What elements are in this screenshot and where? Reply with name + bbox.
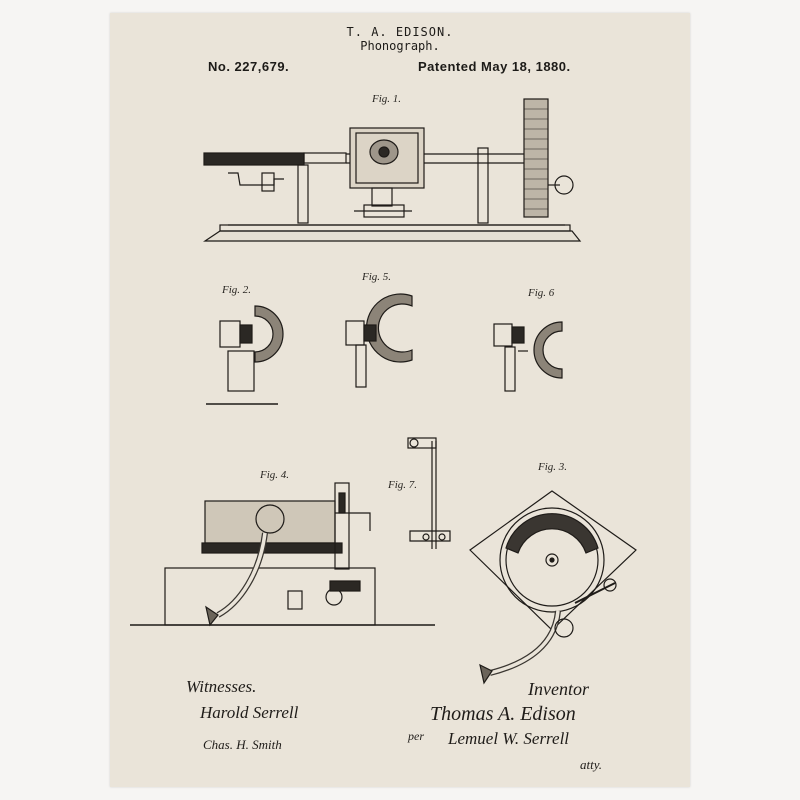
fig3-label: Fig. 3. xyxy=(538,461,568,473)
fig2-label: Fig. 2. xyxy=(222,284,252,296)
fig7-label: Fig. 7. xyxy=(388,479,418,491)
inventor-label: Inventor xyxy=(528,679,589,699)
witness-signature-1: Harold Serrell xyxy=(200,703,299,722)
fig1-label: Fig. 1. xyxy=(372,93,402,105)
fig4-label: Fig. 4. xyxy=(260,469,290,481)
patent-drawings xyxy=(130,98,637,685)
fig1-drawing xyxy=(203,98,582,242)
fig6-label: Fig. 6 xyxy=(528,287,555,299)
patent-sheet: T. A. EDISON. Phonograph. No. 227,679. P… xyxy=(110,13,690,787)
witnesses-label: Witnesses. xyxy=(186,677,257,696)
fig7-drawing xyxy=(407,437,451,549)
fig5-drawing xyxy=(345,293,413,388)
patent-title: T. A. EDISON. xyxy=(346,25,454,39)
patent-number: No. 227,679. xyxy=(208,59,290,74)
fig2-drawing xyxy=(206,305,284,405)
attorney-signature: Lemuel W. Serrell xyxy=(448,729,570,748)
fig3-drawing xyxy=(469,490,637,685)
inventor-signature: Thomas A. Edison xyxy=(430,703,576,725)
witness-signature-2: Chas. H. Smith xyxy=(203,737,282,752)
fig6-drawing xyxy=(493,321,563,392)
patent-date: Patented May 18, 1880. xyxy=(418,59,571,74)
atty-label: atty. xyxy=(580,757,603,772)
fig5-label: Fig. 5. xyxy=(362,271,392,283)
patent-subtitle: Phonograph. xyxy=(360,39,440,53)
fig4-drawing xyxy=(130,482,435,627)
per-label: per xyxy=(408,729,424,743)
